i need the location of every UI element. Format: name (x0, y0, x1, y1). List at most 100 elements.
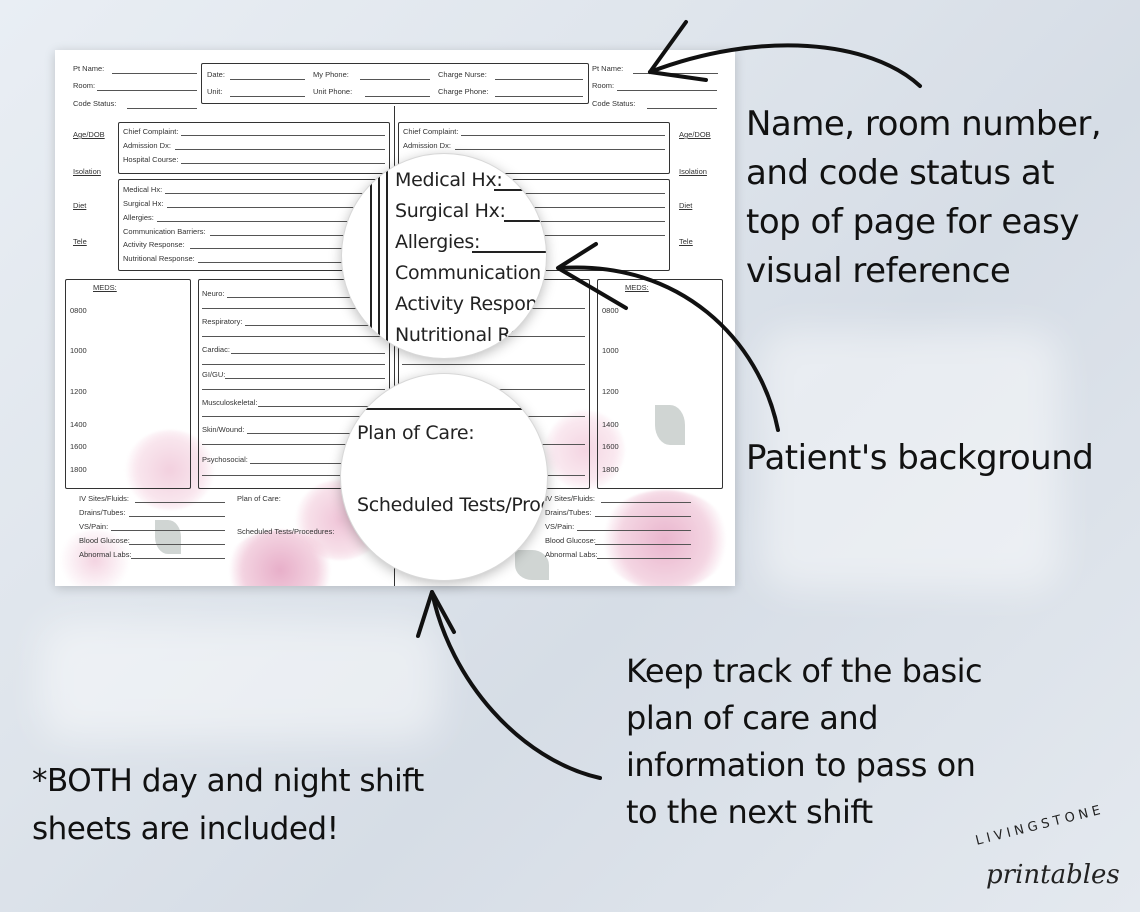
field-line (402, 364, 585, 365)
left-tele-label: Tele (73, 237, 87, 246)
right-code-status-label: Code Status: (592, 99, 636, 108)
flower-decoration (600, 490, 730, 586)
mag-surgical-hx: Surgical Hx: (395, 200, 506, 222)
left-nutritional-label: Nutritional Response: (123, 254, 195, 263)
field-line (129, 544, 225, 545)
annotation-line: Keep track of the basic (626, 652, 983, 690)
charge-nurse-line (495, 79, 583, 80)
field-line (202, 475, 385, 476)
logo-top-text: LIVINGSTONE (974, 802, 1106, 849)
right-abnormal-labs-label: Abnormal Labs: (545, 550, 598, 559)
left-medical-hx-label: Medical Hx: (123, 185, 163, 194)
annotation-line: information to pass on (626, 746, 976, 784)
left-med-time: 1200 (70, 387, 87, 396)
magnifier-border-lines (378, 154, 381, 358)
field-line (202, 389, 385, 390)
cardiac-label: Cardiac: (202, 345, 230, 354)
left-code-status-label: Code Status: (73, 99, 117, 108)
right-drains-label: Drains/Tubes: (545, 508, 592, 517)
charge-nurse-label: Charge Nurse: (438, 70, 487, 79)
right-meds-title: MEDS: (625, 283, 649, 292)
field-line (601, 502, 691, 503)
field-line (475, 207, 665, 208)
leaf-decoration (655, 405, 685, 445)
right-med-time: 1600 (602, 442, 619, 451)
neuro-label: Neuro: (202, 289, 225, 298)
background-blur (40, 620, 440, 740)
unit-phone-label: Unit Phone: (313, 87, 353, 96)
annotation-line: *BOTH day and night shift (32, 763, 424, 799)
unit-line (230, 96, 305, 97)
field-line (231, 353, 385, 354)
field-line (175, 149, 385, 150)
left-surgical-hx-label: Surgical Hx: (123, 199, 164, 208)
arrow-to-plan (430, 590, 602, 780)
field-line (167, 207, 385, 208)
right-chief-complaint-label: Chief Complaint: (403, 127, 459, 136)
drains-label: Drains/Tubes: (79, 508, 126, 517)
annotation-line: Name, room number, (746, 104, 1102, 144)
charge-phone-line (495, 96, 583, 97)
annotation-line: and code status at (746, 153, 1055, 193)
left-meds-box (65, 279, 191, 489)
blood-glucose-label: Blood Glucose: (79, 536, 130, 545)
annotation-header-note: Name, room number, and code status at to… (746, 100, 1102, 296)
right-pt-name-line (633, 73, 718, 74)
right-med-time: 1800 (602, 465, 619, 474)
right-admission-dx-label: Admission Dx: (403, 141, 451, 150)
date-label: Date: (207, 70, 225, 79)
mag-line (494, 189, 546, 191)
right-room-line (617, 90, 717, 91)
left-med-time: 1600 (70, 442, 87, 451)
field-line (250, 463, 385, 464)
flower-decoration (125, 430, 215, 510)
musculoskeletal-label: Musculoskeletal: (202, 398, 258, 407)
leaf-decoration (515, 550, 549, 580)
mag-plan-of-care: Plan of Care: (357, 422, 475, 444)
right-med-time: 1000 (602, 346, 619, 355)
arrow-head-background (556, 242, 628, 310)
field-line (245, 325, 385, 326)
field-line (202, 308, 385, 309)
mag-communication: Communication Bar (395, 262, 546, 284)
field-line (595, 544, 691, 545)
abnormal-labs-label: Abnormal Labs: (79, 550, 132, 559)
left-communication-label: Communication Barriers: (123, 227, 206, 236)
my-phone-line (360, 79, 430, 80)
magnifier-plan-of-care: Plan of Care: Scheduled Tests/Proc (340, 373, 548, 581)
left-systems-box (198, 279, 390, 489)
right-meds-box (597, 279, 723, 489)
right-complaint-box (398, 122, 670, 174)
left-med-time: 1000 (70, 346, 87, 355)
annotation-background-note: Patient's background (746, 438, 1094, 478)
arrow-to-header (648, 43, 922, 88)
right-isolation-label: Isolation (679, 167, 707, 176)
field-line (181, 135, 385, 136)
arrow-head-plan (416, 590, 456, 638)
annotation-line: sheets are included! (32, 811, 339, 847)
left-age-dob-label: Age/DOB (73, 130, 105, 139)
iv-sites-label: IV Sites/Fluids: (79, 494, 130, 503)
field-line (247, 433, 385, 434)
center-header-box (201, 63, 589, 104)
right-age-dob-label: Age/DOB (679, 130, 711, 139)
mag-line (504, 220, 546, 222)
field-line (202, 336, 385, 337)
gi-gu-label: GI/GU: (202, 370, 226, 379)
magnifier-border-lines (370, 154, 373, 358)
field-line (227, 297, 385, 298)
mag-medical-hx: Medical Hx: (395, 169, 503, 191)
left-pt-name-line (112, 73, 197, 74)
flower-decoration (545, 410, 625, 490)
field-line (461, 135, 665, 136)
respiratory-label: Respiratory: (202, 317, 243, 326)
skin-wound-label: Skin/Wound: (202, 425, 245, 434)
right-pt-name-label: Pt Name: (592, 64, 624, 73)
field-line (135, 502, 225, 503)
right-tele-label: Tele (679, 237, 693, 246)
right-vs-pain-label: VS/Pain: (545, 522, 575, 531)
magnifier-history: Medical Hx: Surgical Hx: Allergies: Comm… (341, 153, 547, 359)
field-line (202, 416, 385, 417)
logo-bottom-text: printables (986, 860, 1120, 890)
flower-decoration (55, 530, 135, 586)
